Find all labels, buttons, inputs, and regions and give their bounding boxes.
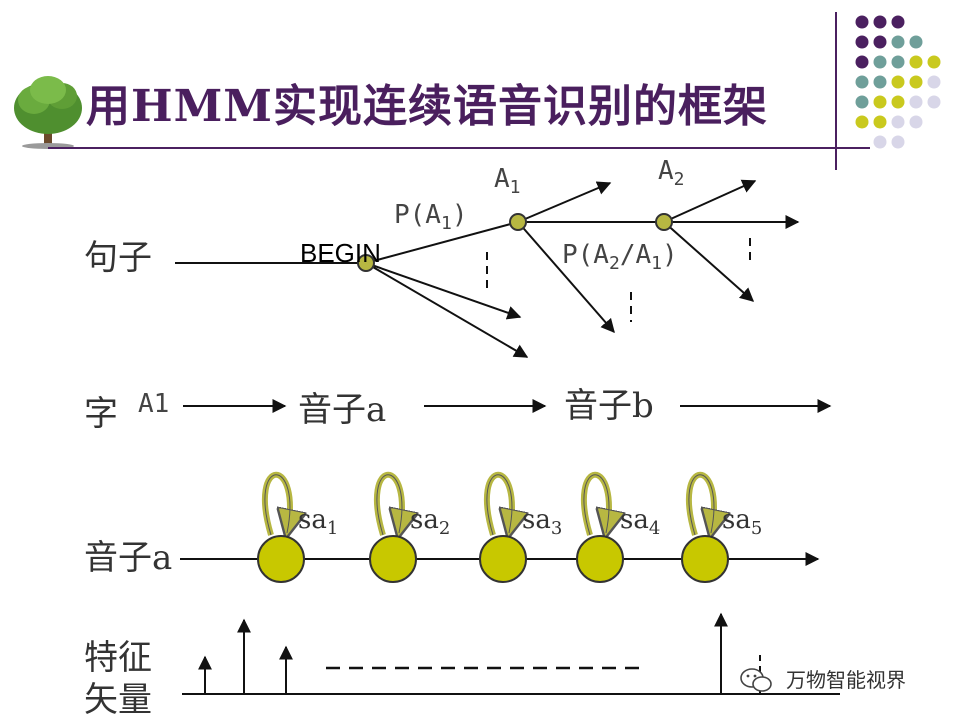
hmm-state-2	[370, 536, 416, 582]
decorative-dot	[892, 56, 905, 69]
slide-title: 用HMM实现连续语音识别的框架	[86, 70, 768, 134]
decorative-dot	[856, 116, 869, 129]
row-label-feature-line2: 矢量	[84, 672, 152, 721]
state-label-2: sa2	[410, 505, 450, 539]
decorative-dot	[874, 136, 887, 149]
state-label-1: sa1	[298, 505, 338, 539]
decorative-dot	[892, 136, 905, 149]
watermark-text: 万物智能视界	[786, 664, 906, 693]
decorative-dot-grid	[856, 16, 941, 149]
decorative-dot	[856, 96, 869, 109]
decorative-dot	[910, 116, 923, 129]
decorative-dot	[892, 116, 905, 129]
label-a1: A1	[494, 164, 521, 198]
decorative-dot	[874, 96, 887, 109]
word-phone-a-label: 音子a	[298, 382, 386, 431]
word-phone-b-label: 音子b	[564, 378, 654, 427]
sentence-graph	[175, 181, 798, 357]
node-a1	[510, 214, 526, 230]
decorative-dot	[874, 116, 887, 129]
decorative-dot	[910, 56, 923, 69]
label-p-a2-given-a1: P(A2/A1)	[562, 240, 678, 274]
decorative-dot	[856, 16, 869, 29]
decorative-dot	[892, 96, 905, 109]
row-label-phoneme: 音子a	[84, 530, 172, 579]
label-a2: A2	[658, 156, 685, 190]
decorative-dot	[874, 76, 887, 89]
decorative-dot	[910, 96, 923, 109]
decorative-dot	[928, 56, 941, 69]
decorative-dot	[892, 16, 905, 29]
edge-a1-up	[518, 183, 610, 222]
decorative-dot	[856, 76, 869, 89]
edge-a1-down	[518, 222, 614, 332]
decorative-dot	[874, 36, 887, 49]
decorative-dot	[928, 76, 941, 89]
wechat-icon	[741, 669, 771, 691]
state-label-3: sa3	[522, 505, 562, 539]
row-label-word: 字	[84, 386, 118, 435]
hmm-state-1	[258, 536, 304, 582]
decorative-dot	[910, 36, 923, 49]
state-label-4: sa4	[620, 505, 660, 539]
watermark: 万物智能视界	[786, 664, 906, 693]
decorative-dot	[910, 76, 923, 89]
decorative-dot	[928, 96, 941, 109]
row-label-sentence: 句子	[84, 230, 152, 279]
begin-label: BEGIN	[300, 238, 381, 269]
hmm-state-3	[480, 536, 526, 582]
decorative-dot	[874, 56, 887, 69]
tree-logo	[14, 76, 82, 149]
hmm-state-4	[577, 536, 623, 582]
decorative-dot	[856, 56, 869, 69]
hmm-state-5	[682, 536, 728, 582]
decorative-dot	[892, 36, 905, 49]
decorative-dot	[892, 76, 905, 89]
state-label-5: sa5	[722, 505, 762, 539]
node-a2	[656, 214, 672, 230]
word-a1-label: A1	[138, 389, 169, 419]
decorative-dot	[856, 36, 869, 49]
label-p-a1: P(A1)	[394, 200, 467, 234]
decorative-dot	[874, 16, 887, 29]
